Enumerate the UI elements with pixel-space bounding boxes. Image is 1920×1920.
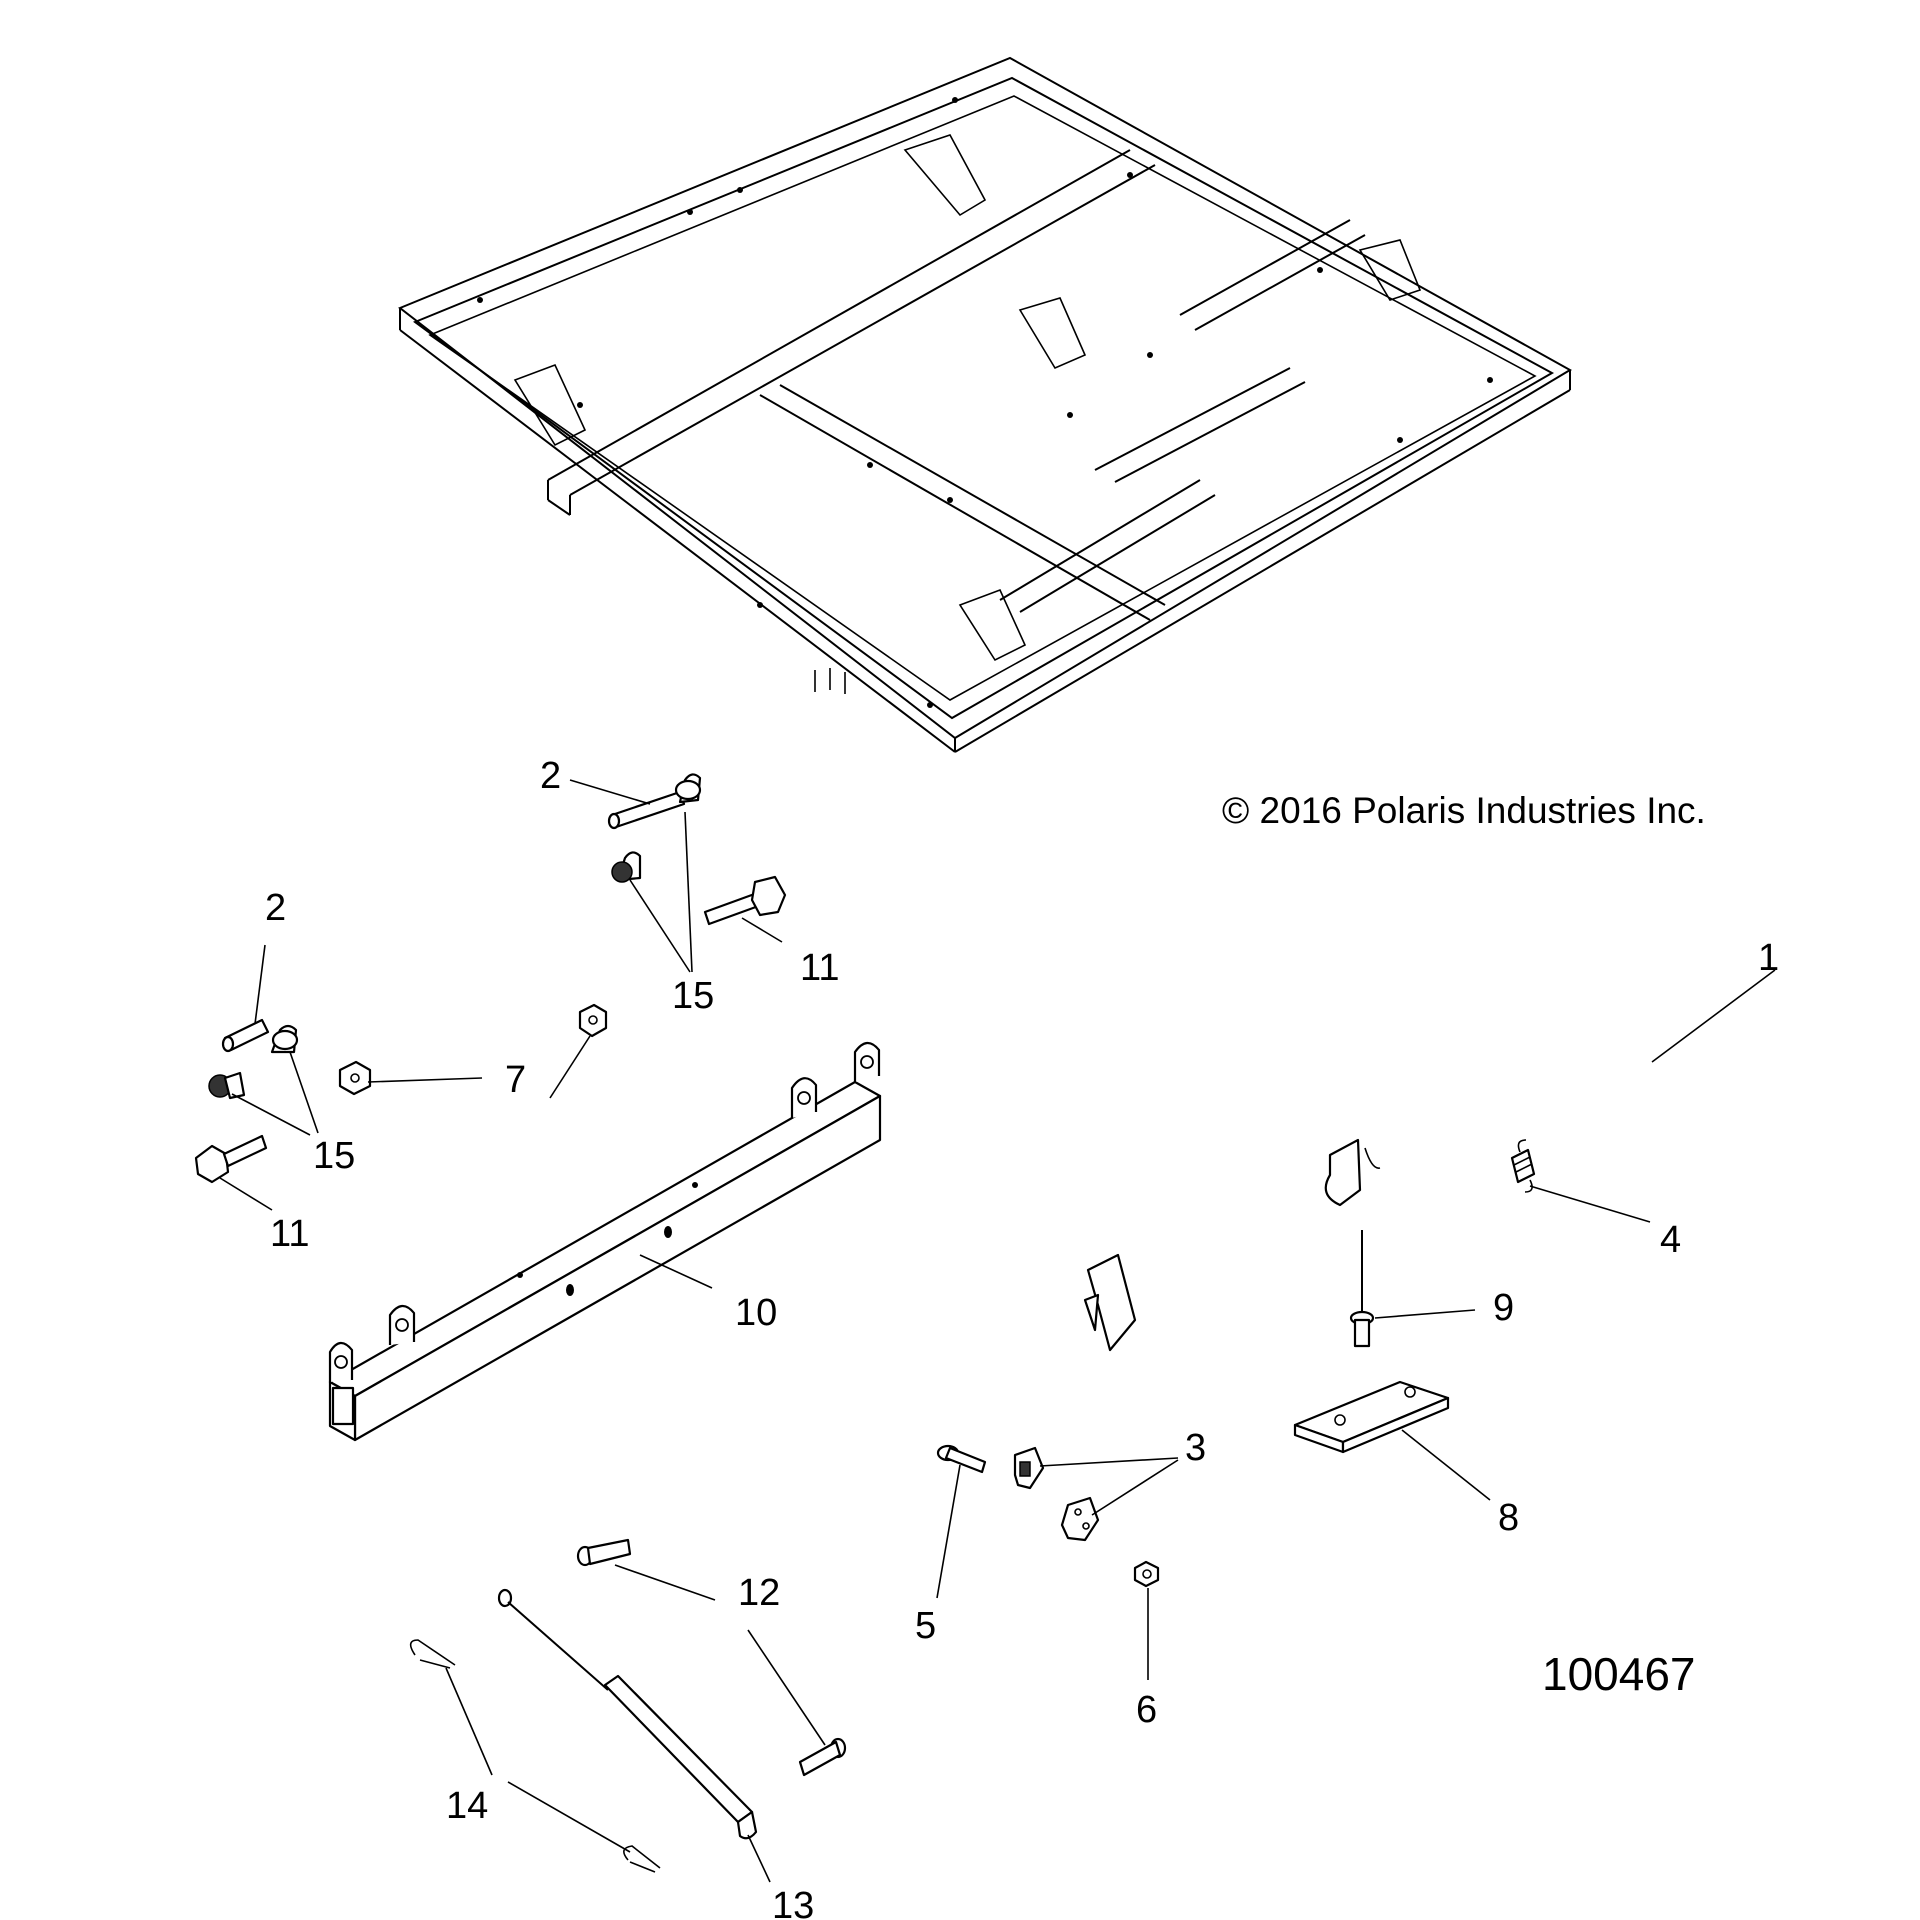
callout-10: 10 (735, 1292, 777, 1334)
callout-4: 4 (1660, 1219, 1681, 1261)
part-1-latch-rod (873, 1029, 1695, 1520)
callout-11-lower: 11 (270, 1213, 309, 1255)
part-13-gas-strut (497, 1588, 758, 1840)
callout-7: 7 (505, 1059, 526, 1101)
cargo-box-frame (398, 56, 1572, 753)
part-5-bolt (936, 1444, 987, 1474)
callout-15-lower: 15 (313, 1135, 355, 1177)
part-15-bushings-upper (611, 773, 702, 883)
callout-2-upper: 2 (540, 755, 561, 797)
part-2-pin-upper (607, 790, 686, 830)
callout-14: 14 (446, 1785, 488, 1827)
callout-13: 13 (772, 1885, 814, 1920)
callout-3: 3 (1185, 1427, 1206, 1469)
part-7-nuts (338, 1003, 608, 1096)
copyright-notice: © 2016 Polaris Industries Inc. (1222, 790, 1706, 831)
part-3-latch-clips (1013, 1446, 1100, 1542)
part-9-rivet (1349, 1230, 1375, 1348)
part-10-latch-channel (328, 1041, 882, 1442)
part-15-bushings-lower (208, 1024, 299, 1100)
callout-11-upper: 11 (800, 947, 839, 989)
callout-8: 8 (1498, 1497, 1519, 1539)
callout-12: 12 (738, 1572, 780, 1614)
callout-1: 1 (1758, 937, 1779, 979)
part-11-bolt-upper (703, 875, 787, 926)
part-4-spring (1510, 1139, 1536, 1193)
part-6-nut (1133, 1560, 1160, 1588)
document-number: 100467 (1542, 1648, 1696, 1700)
callout-15-upper: 15 (672, 975, 714, 1017)
callout-2-lower: 2 (265, 887, 286, 929)
callout-5: 5 (915, 1605, 936, 1647)
part-8-plate (1293, 1380, 1450, 1454)
part-12-pins (576, 1538, 847, 1777)
callout-9: 9 (1493, 1287, 1514, 1329)
part-2-pin-lower (221, 1018, 270, 1053)
callout-6: 6 (1136, 1689, 1157, 1731)
part-11-bolt-lower (194, 1134, 268, 1184)
